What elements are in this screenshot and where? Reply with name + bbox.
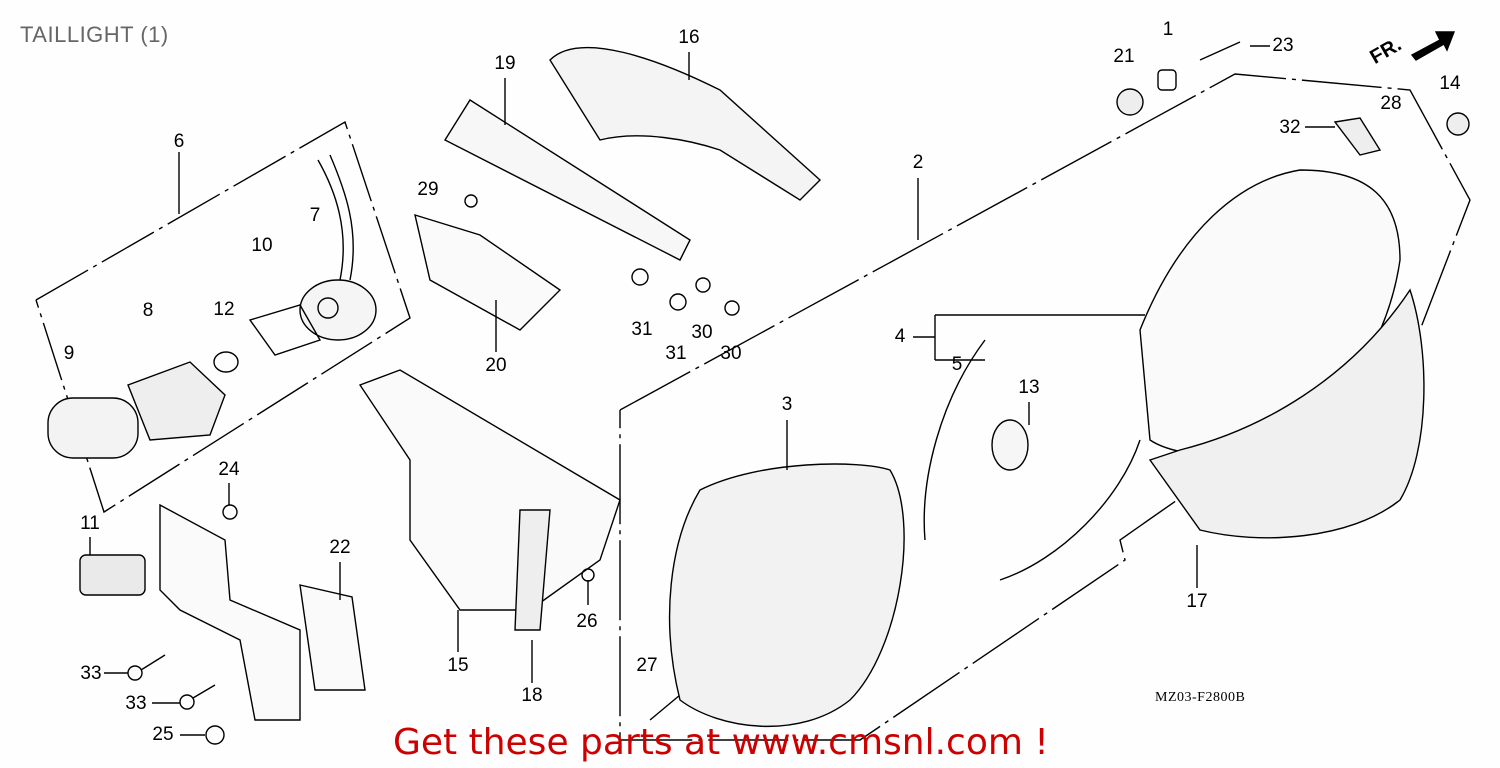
part-callout-22[interactable]: 22 <box>329 537 351 558</box>
part-callout-2[interactable]: 2 <box>912 152 924 173</box>
part-callout-30[interactable]: 30 <box>691 322 713 343</box>
part-callout-7[interactable]: 7 <box>309 205 321 226</box>
part-callout-12[interactable]: 12 <box>213 299 235 320</box>
part-callout-30[interactable]: 30 <box>720 343 742 364</box>
part-callout-6[interactable]: 6 <box>173 131 185 152</box>
part-callout-3[interactable]: 3 <box>781 394 793 415</box>
part-callout-18[interactable]: 18 <box>521 685 543 706</box>
part-callout-17[interactable]: 17 <box>1186 591 1208 612</box>
part-callout-10[interactable]: 10 <box>251 235 273 256</box>
part-callout-8[interactable]: 8 <box>142 300 154 321</box>
part-callout-16[interactable]: 16 <box>678 27 700 48</box>
part-callout-33[interactable]: 33 <box>80 663 102 684</box>
part-callout-29[interactable]: 29 <box>417 179 439 200</box>
part-callout-19[interactable]: 19 <box>494 53 516 74</box>
promo-link[interactable]: Get these parts at www.cmsnl.com ! <box>393 722 1049 763</box>
part-callout-11[interactable]: 11 <box>80 513 100 534</box>
part-callout-32[interactable]: 32 <box>1279 117 1301 138</box>
part-callout-26[interactable]: 26 <box>576 611 598 632</box>
part-callout-33[interactable]: 33 <box>125 693 147 714</box>
diagram-code: MZ03-F2800B <box>1155 690 1246 705</box>
part-callout-27[interactable]: 27 <box>636 655 658 676</box>
part-callout-25[interactable]: 25 <box>152 724 174 745</box>
part-callout-15[interactable]: 15 <box>447 655 469 676</box>
part-callout-14[interactable]: 14 <box>1439 73 1461 94</box>
part-callout-9[interactable]: 9 <box>63 343 75 364</box>
part-callout-5[interactable]: 5 <box>951 354 963 375</box>
part-callout-28[interactable]: 28 <box>1380 93 1402 114</box>
part-callout-24[interactable]: 24 <box>218 459 240 480</box>
part-callout-31[interactable]: 31 <box>665 343 687 364</box>
part-callout-21[interactable]: 21 <box>1113 46 1135 67</box>
part-callout-1[interactable]: 1 <box>1162 19 1174 40</box>
diagram-title: TAILLIGHT (1) <box>20 22 169 47</box>
part-callout-13[interactable]: 13 <box>1018 377 1040 398</box>
part-callout-31[interactable]: 31 <box>631 319 653 340</box>
part-callout-23[interactable]: 23 <box>1272 35 1294 56</box>
front-arrow-icon <box>1410 31 1456 61</box>
part-callout-20[interactable]: 20 <box>485 355 507 376</box>
part-callout-4[interactable]: 4 <box>894 326 906 347</box>
